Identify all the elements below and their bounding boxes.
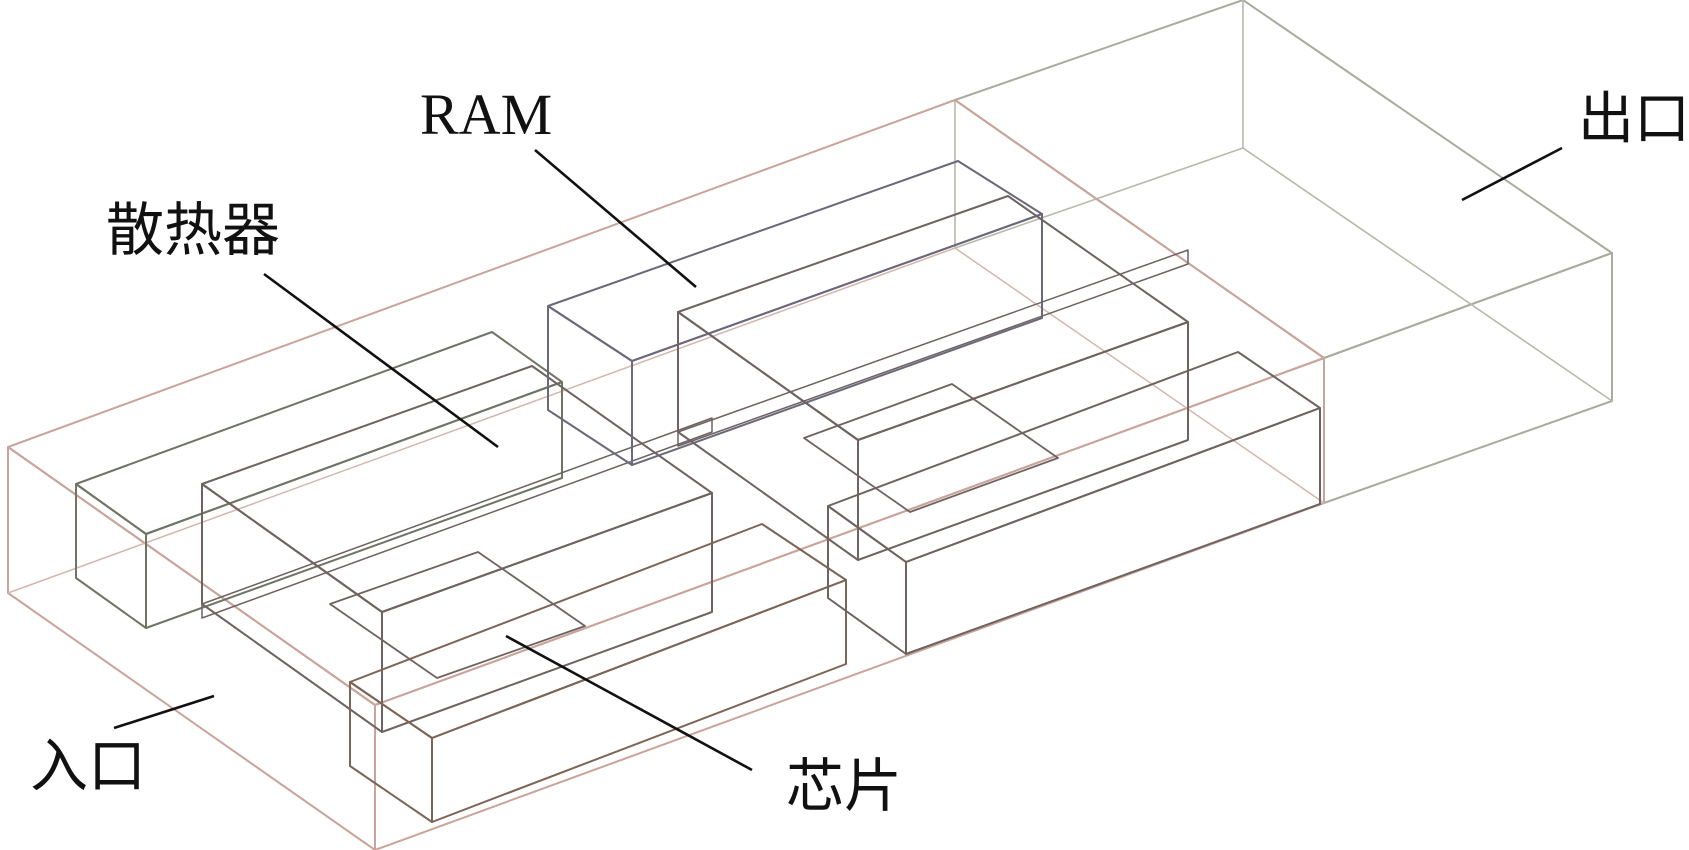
chip-block-right: [827, 351, 1321, 655]
chip-leader: [505, 634, 753, 772]
channel-box: [7, 99, 1325, 850]
board-right: [677, 195, 1189, 561]
heatsink-block: [75, 331, 563, 629]
chip-block-left: [349, 523, 847, 823]
chip-label: 芯片: [786, 752, 902, 820]
outlet-label: 出口: [1578, 87, 1689, 152]
ram-leader: [534, 149, 697, 288]
board-left: [201, 365, 713, 733]
heatsink-leader: [263, 272, 499, 449]
ram-block: [547, 160, 1043, 466]
inlet-leader: [113, 694, 215, 730]
outlet-box: [954, 0, 1613, 504]
heatsink-label: 散热器: [106, 196, 280, 264]
outlet-leader: [1461, 146, 1563, 202]
inlet-label: 入口: [30, 732, 146, 800]
ram-label: RAM: [420, 82, 552, 147]
